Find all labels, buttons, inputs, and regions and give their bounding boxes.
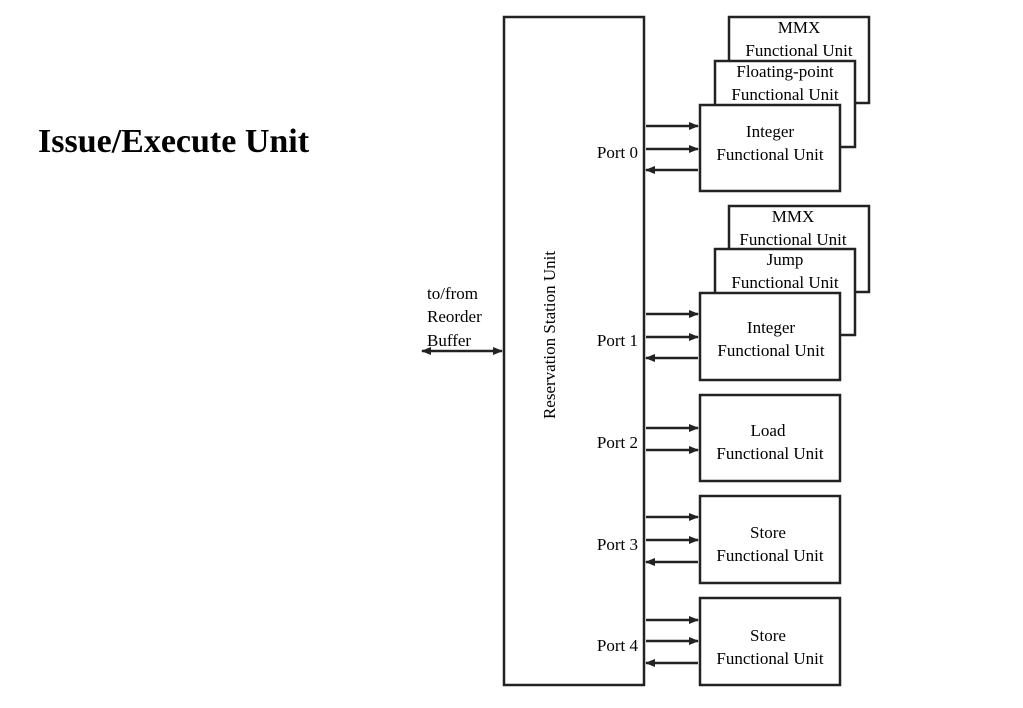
port-2-group: Port 2 Load Functional Unit xyxy=(597,393,842,483)
port-3-store-line-2: Functional Unit xyxy=(716,546,823,565)
port-0-integer-unit-box xyxy=(698,103,842,193)
port-1-group: Port 1 MMX Functional Unit Jump Function… xyxy=(597,204,871,382)
port-4-label: Port 4 xyxy=(597,636,639,655)
reservation-station-label: Reservation Station Unit xyxy=(540,251,559,419)
reorder-buffer-label: to/from Reorder Buffer xyxy=(427,284,482,350)
port-0-group: Port 0 MMX Functional Unit Floating-poin… xyxy=(597,15,871,193)
port-0-integer-line-2: Functional Unit xyxy=(716,145,823,164)
port-1-mmx-line-1: MMX xyxy=(772,207,815,226)
port-1-jump-line-1: Jump xyxy=(767,250,804,269)
port-1-integer-unit-box xyxy=(698,291,842,382)
rob-line-1: to/from xyxy=(427,284,478,303)
port-4-group: Port 4 Store Functional Unit xyxy=(597,596,842,687)
page-title: Issue/Execute Unit xyxy=(38,123,310,160)
port-1-mmx-line-2: Functional Unit xyxy=(739,230,846,249)
port-3-store-line-1: Store xyxy=(750,523,786,542)
port-0-fp-line-1: Floating-point xyxy=(736,62,834,81)
port-4-store-line-2: Functional Unit xyxy=(716,649,823,668)
port-0-mmx-line-1: MMX xyxy=(778,18,821,37)
port-0-integer-line-1: Integer xyxy=(746,122,794,141)
port-3-group: Port 3 Store Functional Unit xyxy=(597,494,842,585)
port-2-load-unit-box xyxy=(698,393,842,483)
port-4-store-unit-box xyxy=(698,596,842,687)
port-0-fp-line-2: Functional Unit xyxy=(731,85,838,104)
port-3-label: Port 3 xyxy=(597,535,638,554)
port-1-integer-line-2: Functional Unit xyxy=(717,341,824,360)
port-1-integer-line-1: Integer xyxy=(747,318,795,337)
port-2-load-line-2: Functional Unit xyxy=(716,444,823,463)
port-0-label: Port 0 xyxy=(597,143,638,162)
port-1-label: Port 1 xyxy=(597,331,638,350)
reservation-station-box xyxy=(502,15,646,687)
port-4-store-line-1: Store xyxy=(750,626,786,645)
rob-line-3: Buffer xyxy=(427,331,471,350)
rob-line-2: Reorder xyxy=(427,307,482,326)
port-0-mmx-line-2: Functional Unit xyxy=(745,41,852,60)
port-2-label: Port 2 xyxy=(597,433,638,452)
port-2-load-line-1: Load xyxy=(751,421,786,440)
port-1-jump-line-2: Functional Unit xyxy=(731,273,838,292)
port-3-store-unit-box xyxy=(698,494,842,585)
